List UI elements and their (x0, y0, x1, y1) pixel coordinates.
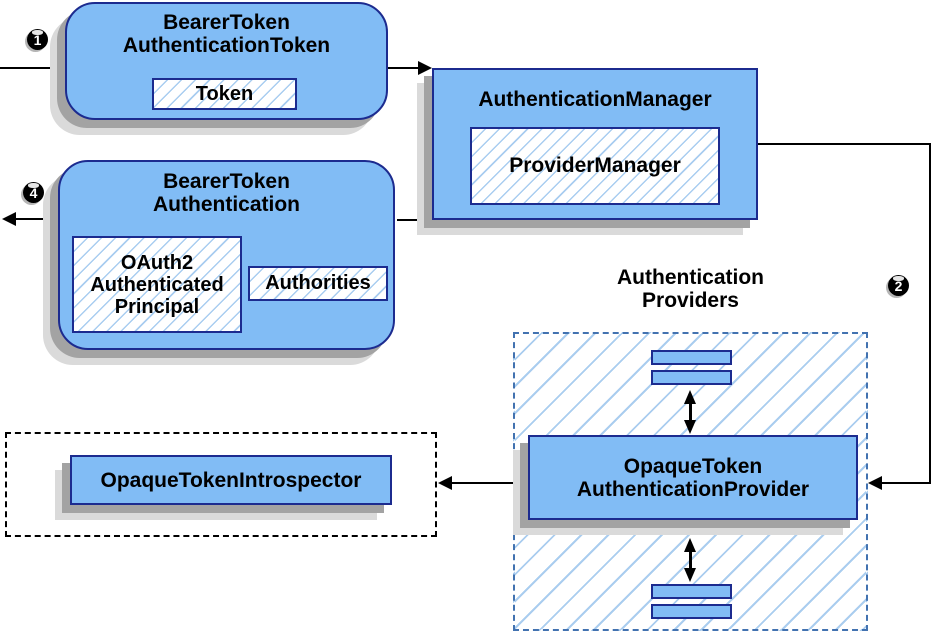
flow-line-authentication-out (14, 218, 60, 220)
double-arrow-up-icon (684, 390, 696, 404)
providers-label-line1: Authentication (617, 266, 764, 289)
flow-line-step2-into-provider (882, 482, 931, 484)
node-title-line1: BearerToken (163, 11, 290, 34)
provider-manager-box: ProviderManager (470, 127, 720, 205)
opaque-token-introspector-node: OpaqueTokenIntrospector (70, 455, 392, 505)
arrowhead-right-icon (418, 61, 432, 75)
node-title-line2: AuthenticationToken (122, 34, 331, 57)
flow-line-provider-to-introspector (452, 482, 528, 484)
arrowhead-left-icon (438, 476, 452, 490)
provider-stack-bar (651, 370, 732, 385)
authorities-label: Authorities (265, 272, 371, 294)
double-arrow-up-icon (684, 538, 696, 552)
provider-stack-bar (651, 604, 732, 619)
authorities-box: Authorities (248, 266, 388, 301)
double-arrow-shaft (689, 550, 692, 570)
flow-line-manager-to-authentication (397, 219, 434, 221)
node-title-line2: AuthenticationProvider (576, 477, 810, 501)
authentication-providers-label: Authentication Providers (588, 266, 793, 312)
authentication-manager-title: AuthenticationManager (478, 88, 712, 111)
flow-line-token-to-manager (388, 67, 420, 69)
provider-manager-label: ProviderManager (509, 154, 681, 177)
authentication-manager-node: AuthenticationManager ProviderManager (432, 68, 758, 220)
step-badge-4: 4 (23, 182, 44, 203)
double-arrow-down-icon (684, 420, 696, 434)
node-title-line1: OpaqueToken (623, 454, 763, 478)
double-arrow-shaft (689, 402, 692, 422)
providers-label-line2: Providers (642, 289, 739, 312)
flow-line-step2-horizontal (758, 143, 931, 145)
bearer-token-authentication-token-node: BearerToken AuthenticationToken Token (65, 2, 388, 120)
provider-stack-bar (651, 350, 732, 365)
introspector-title: OpaqueTokenIntrospector (100, 468, 362, 492)
arrowhead-left-icon (868, 476, 882, 490)
arrowhead-left-icon (2, 212, 16, 226)
token-box: Token (152, 78, 297, 110)
node-title-line2: Authentication (153, 193, 300, 216)
bearer-token-authentication-node: BearerToken Authentication OAuth2 Authen… (58, 160, 395, 350)
double-arrow-down-icon (684, 568, 696, 582)
oauth2-authenticated-principal-box: OAuth2 Authenticated Principal (72, 236, 242, 333)
flow-line-step2-vertical (929, 143, 931, 484)
opaque-token-authentication-provider-node: OpaqueToken AuthenticationProvider (528, 435, 858, 520)
principal-line2: Authenticated (90, 273, 224, 296)
node-title-line1: BearerToken (163, 170, 290, 193)
token-label: Token (195, 82, 254, 105)
step-badge-2: 2 (888, 275, 909, 296)
flow-line-request-in (0, 67, 66, 69)
step-badge-1: 1 (27, 29, 48, 50)
provider-stack-bar (651, 584, 732, 599)
principal-line1: OAuth2 (120, 251, 194, 274)
principal-line3: Principal (114, 295, 200, 318)
